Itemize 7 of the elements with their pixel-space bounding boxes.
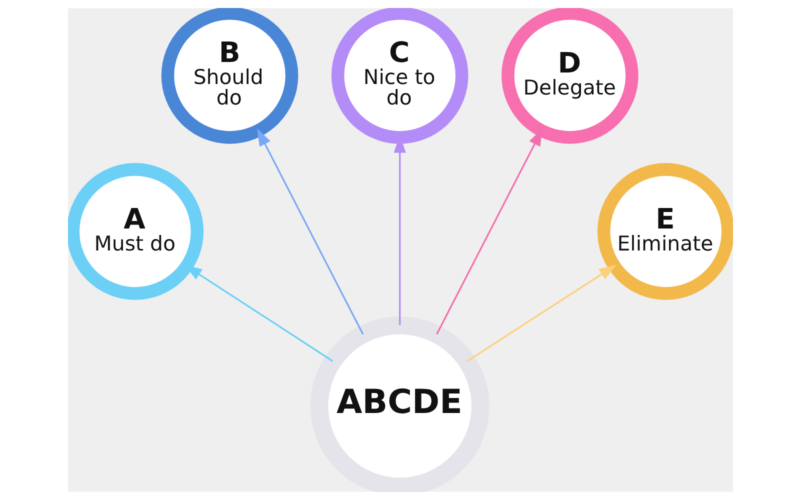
- arrow: [436, 128, 542, 335]
- node-circle: B Should do: [160, 8, 298, 144]
- arrow: [466, 264, 616, 362]
- node-circle: C Nice to do: [330, 8, 468, 144]
- arrow: [256, 128, 364, 335]
- node-circle: D Delegate: [501, 8, 638, 144]
- node-circle: ABCDE: [310, 316, 489, 492]
